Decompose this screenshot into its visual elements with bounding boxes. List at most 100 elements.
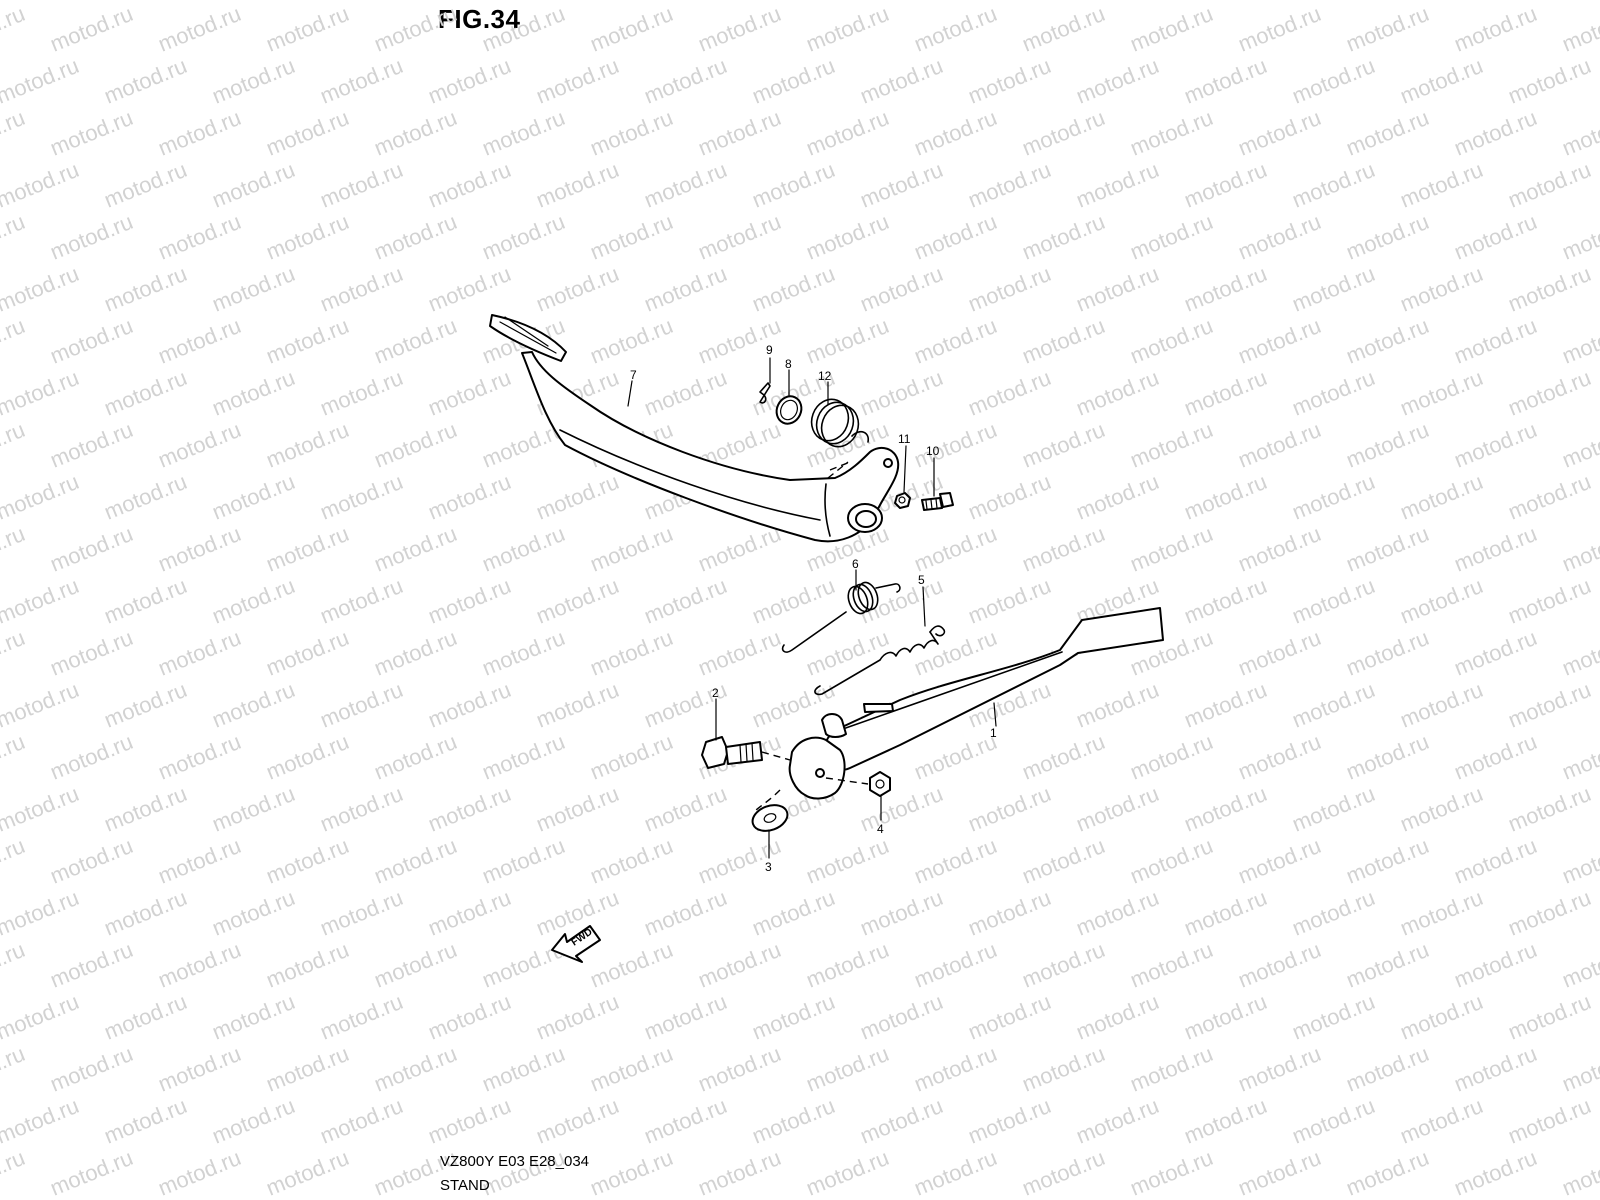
watermark-text: motod.ru [0,833,28,889]
watermark-text: motod.ru [425,157,515,213]
watermark-text: motod.ru [803,833,893,889]
watermark-text: motod.ru [749,573,839,629]
watermark-text: motod.ru [533,885,623,941]
callout-1: 1 [990,726,997,740]
watermark-text: motod.ru [1289,781,1379,837]
watermark-text: motod.ru [317,781,407,837]
watermark-text: motod.ru [425,469,515,525]
watermark-text: motod.ru [1019,313,1109,369]
watermark-text: motod.ru [317,1093,407,1149]
watermark-text: motod.ru [1073,261,1163,317]
watermark-text: motod.ru [803,313,893,369]
watermark-text: motod.ru [209,573,299,629]
watermark-text: motod.ru [1181,989,1271,1045]
watermark-text: motod.ru [1019,521,1109,577]
watermark-text: motod.ru [371,313,461,369]
watermark-text: motod.ru [263,625,353,681]
watermark-text: motod.ru [1289,0,1379,5]
watermark-text: motod.ru [1073,677,1163,733]
watermark-text: motod.ru [1289,885,1379,941]
watermark-text: motod.ru [587,729,677,785]
watermark-text: motod.ru [587,105,677,161]
watermark-text: motod.ru [533,0,623,5]
watermark-text: motod.ru [1505,885,1595,941]
watermark-text: motod.ru [371,833,461,889]
watermark-text: motod.ru [749,989,839,1045]
watermark-text: motod.ru [911,521,1001,577]
watermark-text: motod.ru [1397,573,1487,629]
watermark-text: motod.ru [533,781,623,837]
watermark-text: motod.ru [533,261,623,317]
watermark-text: motod.ru [1019,1041,1109,1097]
watermark-text: motod.ru [371,937,461,993]
watermark-text: motod.ru [317,573,407,629]
watermark-text: motod.ru [1505,989,1595,1045]
watermark-text: motod.ru [263,729,353,785]
small-nut [894,492,911,509]
callout-7: 7 [630,368,637,382]
watermark-text: motod.ru [641,0,731,5]
watermark-text: motod.ru [1019,417,1109,473]
watermark-text: motod.ru [965,781,1055,837]
watermark-text: motod.ru [317,989,407,1045]
watermark-text: motod.ru [263,105,353,161]
watermark-text: motod.ru [479,105,569,161]
watermark-text: motod.ru [911,729,1001,785]
watermark-text: motod.ru [1451,937,1541,993]
watermark-text: motod.ru [1073,469,1163,525]
watermark-text: motod.ru [1397,677,1487,733]
watermark-text: motod.ru [479,521,569,577]
watermark-text: motod.ru [371,625,461,681]
watermark-text: motod.ru [965,989,1055,1045]
watermark-text: motod.ru [47,937,137,993]
watermark-text: motod.ru [1343,625,1433,681]
watermark-text: motod.ru [641,781,731,837]
watermark-text: motod.ru [155,105,245,161]
watermark-text: motod.ru [1505,365,1595,421]
watermark-text: motod.ru [209,157,299,213]
watermark-text: motod.ru [857,261,947,317]
watermark-text: motod.ru [803,1145,893,1200]
watermark-text: motod.ru [1289,53,1379,109]
watermark-text: motod.ru [1343,1,1433,57]
watermark-text: motod.ru [1559,625,1600,681]
washer [751,804,789,832]
callout-3: 3 [765,860,772,874]
watermark-text: motod.ru [1289,469,1379,525]
watermark-text: motod.ru [857,53,947,109]
watermark-text: motod.ru [641,885,731,941]
watermark-text: motod.ru [1127,1041,1217,1097]
watermark-text: motod.ru [1181,53,1271,109]
watermark-text: motod.ru [1181,781,1271,837]
watermark-text: motod.ru [0,261,82,317]
watermark-text: motod.ru [0,313,28,369]
watermark-text: motod.ru [587,521,677,577]
watermark-text: motod.ru [1019,209,1109,265]
watermark-text: motod.ru [1235,625,1325,681]
watermark-text: motod.ru [587,1041,677,1097]
watermark-text: motod.ru [0,781,82,837]
watermark-text: motod.ru [803,1041,893,1097]
watermark-text: motod.ru [209,989,299,1045]
watermark-text: motod.ru [641,989,731,1045]
watermark-text: motod.ru [0,885,82,941]
watermark-text: motod.ru [0,53,82,109]
watermark-text: motod.ru [1127,209,1217,265]
watermark-text: motod.ru [317,677,407,733]
watermark-text: motod.ru [1559,729,1600,785]
pivot-bolt [701,736,791,769]
watermark-text: motod.ru [1127,313,1217,369]
watermark-text: motod.ru [1127,105,1217,161]
watermark-text: motod.ru [425,677,515,733]
watermark-text: motod.ru [0,157,82,213]
watermark-text: motod.ru [371,1041,461,1097]
watermark-text: motod.ru [587,833,677,889]
watermark-text: motod.ru [0,625,28,681]
watermark-text: motod.ru [587,937,677,993]
watermark-text: motod.ru [155,417,245,473]
watermark-text: motod.ru [803,105,893,161]
watermark-text: motod.ru [533,573,623,629]
watermark-text: motod.ru [0,1,28,57]
